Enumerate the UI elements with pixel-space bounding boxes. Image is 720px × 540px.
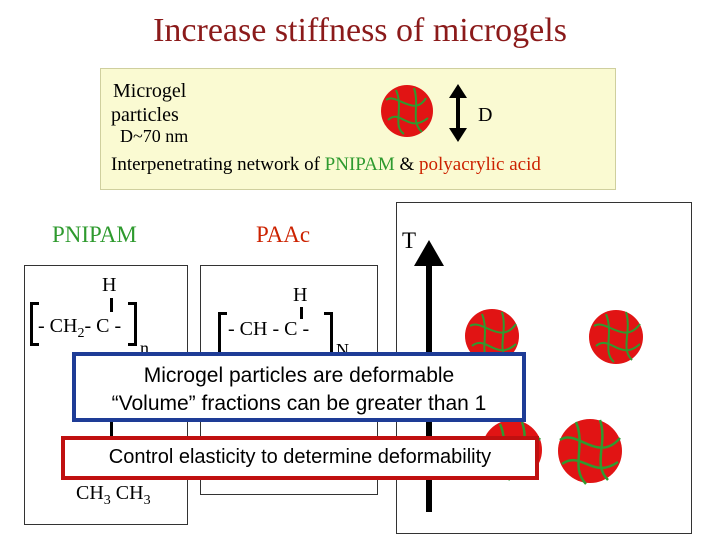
elasticity-callout: Control elasticity to determine deformab…: [61, 436, 539, 480]
diameter-double-arrow-icon: [449, 84, 467, 142]
shrunk-particle-2-icon: [558, 419, 622, 485]
paac-heading: PAAc: [256, 222, 311, 247]
swollen-particle-2-icon: [589, 310, 643, 364]
microgel-info-box: [100, 68, 616, 190]
slide-title: Increase stiffness of microgels: [153, 12, 567, 49]
pnipam-h-label: H: [102, 274, 117, 296]
pnipam-chain-sub: 2: [77, 326, 85, 341]
temperature-axis-label: T: [402, 228, 417, 253]
network-description: Interpenetrating network of PNIPAM & pol…: [111, 154, 541, 176]
ch3-a: CH: [76, 482, 104, 504]
swollen-particle-1-icon: [465, 309, 519, 363]
ch3-b-sub: 3: [143, 493, 151, 508]
deformable-line-2: “Volume” fractions can be greater than 1: [111, 392, 487, 415]
pnipam-chain-a: - CH: [38, 315, 78, 337]
pnipam-chain-b: - C -: [84, 315, 122, 337]
paac-chain: - CH - C -: [228, 318, 310, 340]
paac-h-label: H: [293, 284, 308, 306]
network-prefix: Interpenetrating network of: [111, 154, 325, 175]
diameter-label: D: [478, 104, 493, 126]
pnipam-right-bracket: [128, 302, 137, 346]
info-line-microgel: Microgel: [113, 80, 187, 102]
pnipam-bond-top: [110, 298, 113, 312]
pnipam-chain: - CH2- C -: [38, 315, 121, 342]
pnipam-heading: PNIPAM: [52, 222, 137, 247]
ch3-b: CH: [115, 482, 144, 504]
pnipam-left-bracket: [30, 302, 39, 346]
network-paa: polyacrylic acid: [419, 154, 541, 175]
info-line-particles: particles: [111, 104, 179, 126]
info-line-diameter: D~70 nm: [120, 126, 189, 146]
pnipam-methyl-groups: CH3 CH3: [76, 482, 151, 509]
pnipam-n-label: n: [140, 338, 149, 358]
pnipam-bond-lower: [110, 422, 113, 442]
network-pnipam: PNIPAM: [324, 154, 395, 175]
microgel-particle-icon: [381, 85, 433, 137]
paac-bond-top: [300, 307, 303, 319]
deformable-line-1: Microgel particles are deformable: [143, 364, 455, 387]
deformable-callout: Microgel particles are deformable “Volum…: [72, 352, 526, 422]
network-amp: &: [394, 154, 420, 175]
ch3-a-sub: 3: [103, 493, 111, 508]
